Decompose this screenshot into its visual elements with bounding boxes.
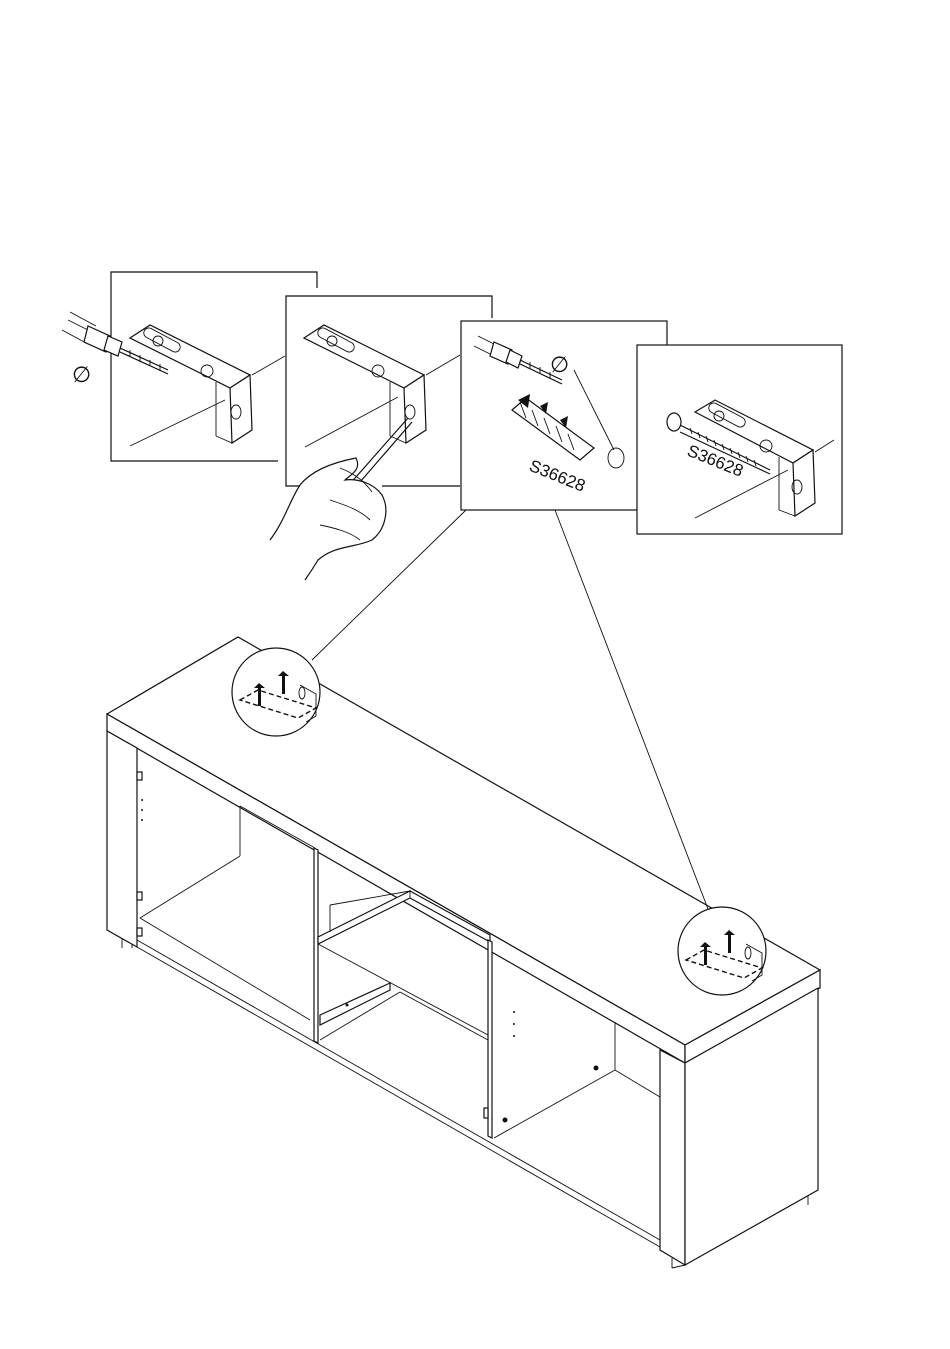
bracket-detail-right — [678, 907, 766, 995]
step-panel-drill-wall: ∅ — [62, 272, 317, 461]
cabinet-left-side — [107, 731, 137, 947]
step-panel-plug-and-drill: ∅ S36628 — [461, 321, 667, 510]
cabinet-right-side-front — [660, 1050, 685, 1265]
diameter-symbol: ∅ — [72, 362, 91, 387]
bracket-detail-left — [232, 648, 320, 736]
hand-icon — [270, 458, 386, 580]
step-panel-screw-bracket: S36628 — [637, 345, 842, 534]
cabinet-divider-left — [314, 848, 318, 1043]
step-panel-mark-hole — [270, 296, 492, 580]
wall-bracket-icon — [130, 325, 252, 443]
cabinet-divider-right — [488, 940, 492, 1138]
diameter-symbol-step3: ∅ — [550, 352, 569, 377]
